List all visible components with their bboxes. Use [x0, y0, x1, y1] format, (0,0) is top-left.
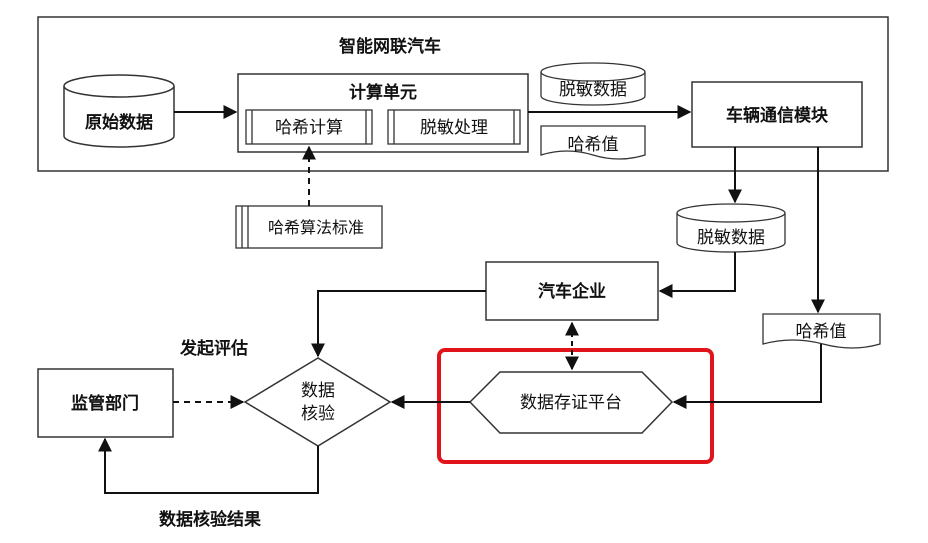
arrow-desens-to-enterprise [658, 252, 736, 298]
raw-data-label: 原始数据 [85, 112, 153, 133]
hash-value-right-label: 哈希值 [796, 322, 847, 342]
hash-algorithm-standard-box: 哈希算法标准 [235, 205, 383, 249]
desensitized-data-top-cylinder: 脱敏数据 [540, 62, 646, 106]
hash-value-top-doc: 哈希值 [540, 125, 646, 160]
data-verify-diamond: 数据 核验 [243, 357, 392, 447]
desensitize-process-box: 脱敏处理 [387, 109, 521, 145]
data-verify-line1: 数据 [301, 381, 335, 401]
arrow-verify-to-regulator [98, 437, 319, 494]
arrow-hash-to-platform [672, 344, 822, 409]
hash-algorithm-standard-label: 哈希算法标准 [268, 218, 364, 237]
regulator-label: 监管部门 [71, 393, 139, 414]
arrow-enterprise-to-verify [311, 290, 486, 358]
verify-result-label: 数据核验结果 [159, 509, 261, 530]
auto-enterprise-label: 汽车企业 [538, 281, 606, 302]
hash-value-top-label: 哈希值 [568, 135, 619, 155]
vehicle-comm-module-box [691, 81, 863, 148]
compute-unit-title: 计算单元 [349, 82, 417, 103]
vehicle-container-title: 智能网联汽车 [339, 36, 441, 57]
hash-value-right-doc: 哈希值 [762, 313, 881, 349]
evidence-platform-label: 数据存证平台 [520, 393, 622, 413]
desensitized-data-mid-cylinder: 脱敏数据 [676, 203, 786, 253]
data-verify-line2: 核验 [301, 404, 335, 424]
initiate-assessment-label: 发起评估 [179, 338, 248, 359]
evidence-platform-hexagon: 数据存证平台 [468, 371, 674, 434]
desensitized-data-mid-label: 脱敏数据 [697, 228, 765, 248]
vehicle-comm-module-label: 车辆通信模块 [726, 105, 829, 126]
auto-enterprise-box [485, 261, 659, 321]
regulator-box [37, 368, 174, 438]
desensitized-data-top-label: 脱敏数据 [559, 80, 627, 100]
hash-compute-box: 哈希计算 [245, 109, 373, 145]
desensitize-process-label: 脱敏处理 [420, 118, 488, 138]
hash-compute-label: 哈希计算 [275, 118, 343, 138]
raw-data-cylinder: 原始数据 [63, 74, 175, 148]
